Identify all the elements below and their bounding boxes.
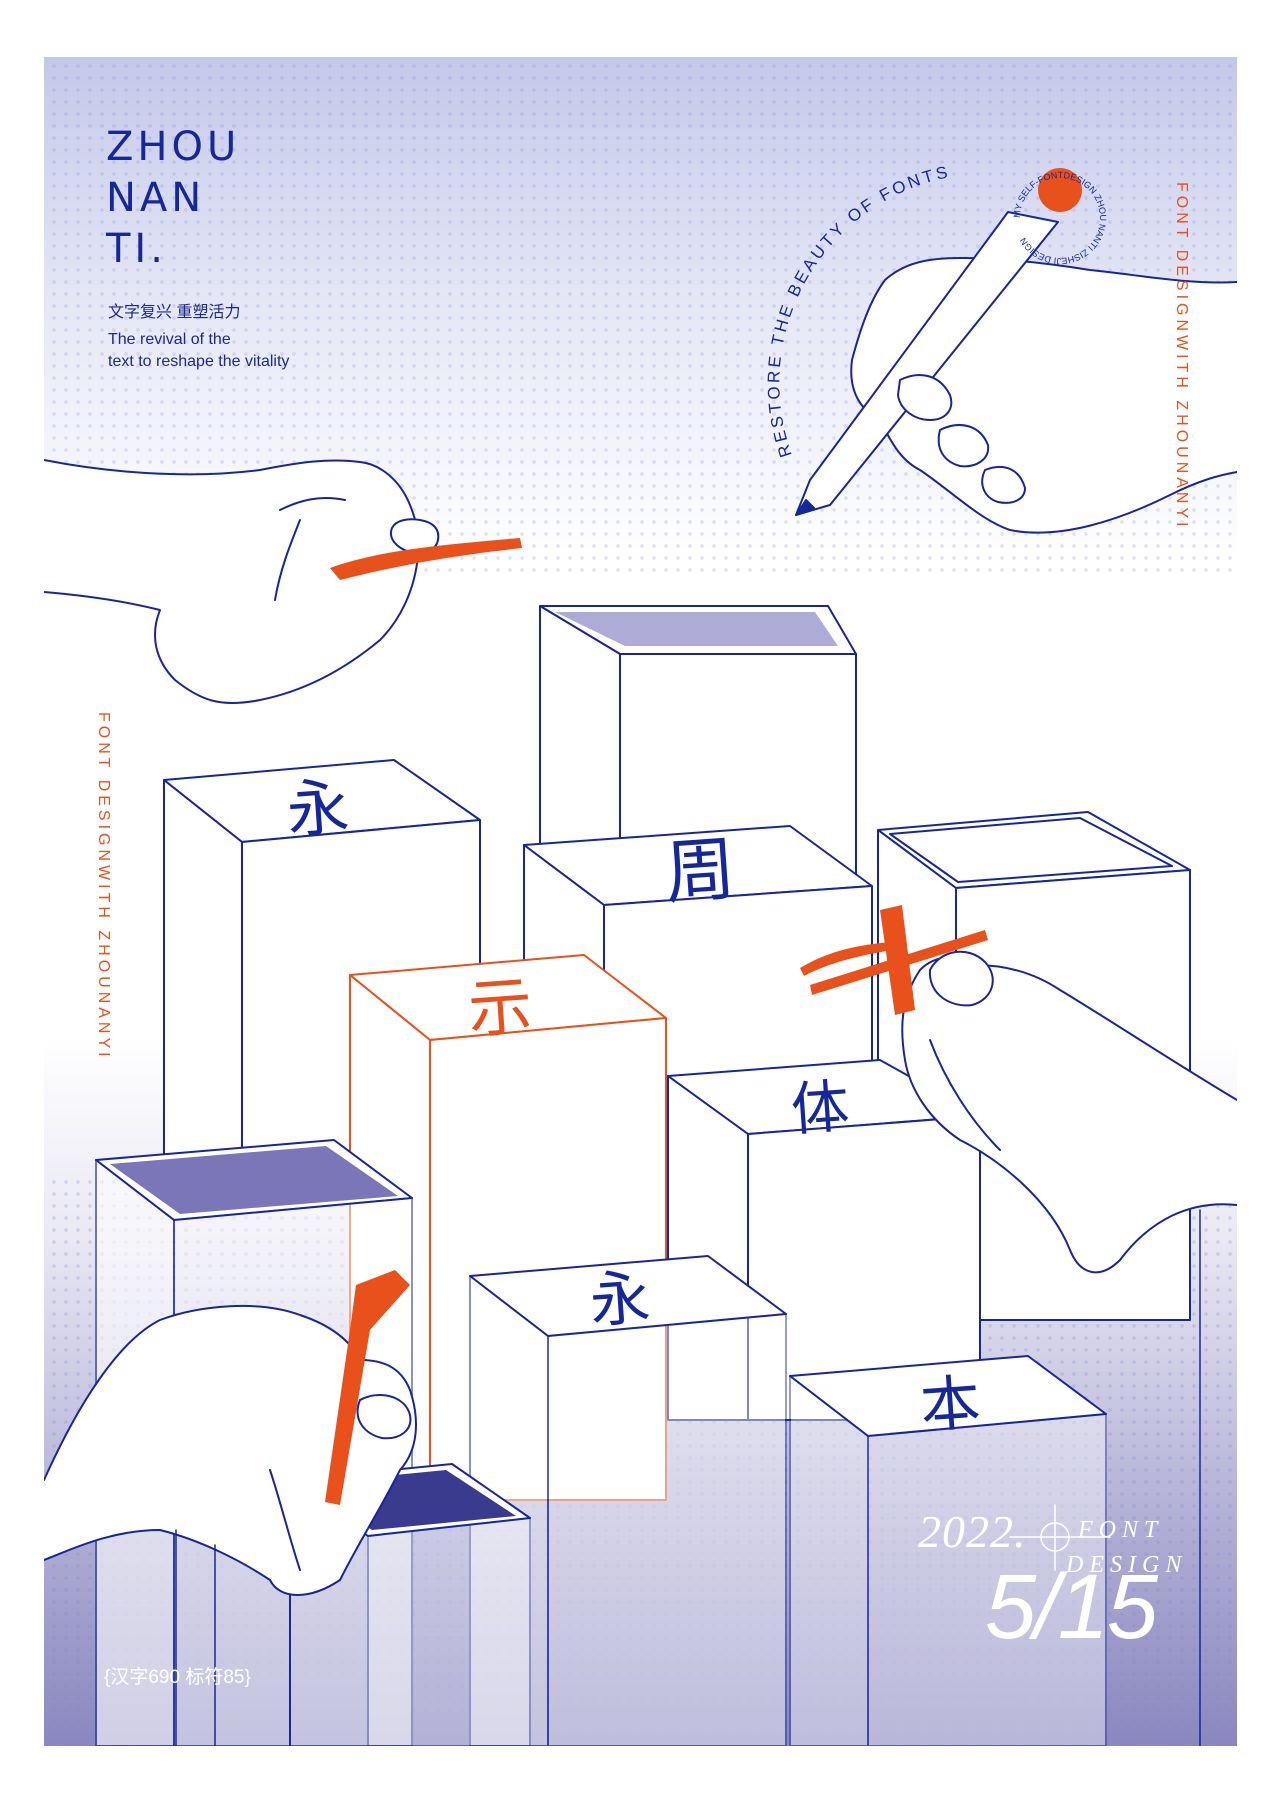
glyph-ben: 本: [918, 1368, 983, 1442]
hand-upper-left: [44, 459, 440, 704]
glyph-yong-left: 永: [284, 770, 351, 847]
hand-upper-right: [795, 211, 1237, 534]
bottom-lines: [175, 1209, 1201, 1746]
font-label: FONT: [1078, 1517, 1164, 1543]
orange-stroke-lower: [325, 1270, 410, 1505]
hand-lower-left: [44, 1304, 417, 1596]
sun-circle: [1038, 168, 1082, 212]
orange-stroke-upper: [330, 538, 522, 580]
date-year: 2022.: [918, 1506, 1027, 1557]
poster-title: ZHOU NAN TI.: [106, 124, 241, 272]
tagline-english-line2: text to reshape the vitality: [108, 353, 290, 370]
orange-glyph-strokes: [800, 905, 988, 1015]
glyph-yong-middle: 永: [588, 1263, 653, 1337]
poster: 永 周 体: [44, 57, 1237, 1746]
vertical-text-right: FONT DESIGNWITH ZHOUNANYI: [1173, 182, 1190, 531]
crosshair-icon: [1009, 1504, 1111, 1571]
glyph-ti: 体: [789, 1072, 852, 1144]
glyph-shi: 示: [466, 970, 535, 1048]
tagline-chinese: 文字复兴 重塑活力: [108, 304, 241, 321]
date-month-day: 5/15: [985, 1556, 1158, 1658]
poster-artwork: 永 周 体: [44, 57, 1237, 1746]
vertical-text-left: FONT DESIGNWITH ZHOUNANYI: [95, 712, 112, 1061]
character-count: {汉字690 标符85}: [104, 1667, 251, 1688]
hand-right-lower: [901, 950, 1237, 1274]
glyph-zhou: 周: [662, 828, 738, 915]
block-ben: 本: [789, 1355, 1107, 1746]
tagline-english-line1: The revival of the: [108, 331, 231, 348]
design-label: DESIGN: [1066, 1552, 1188, 1578]
